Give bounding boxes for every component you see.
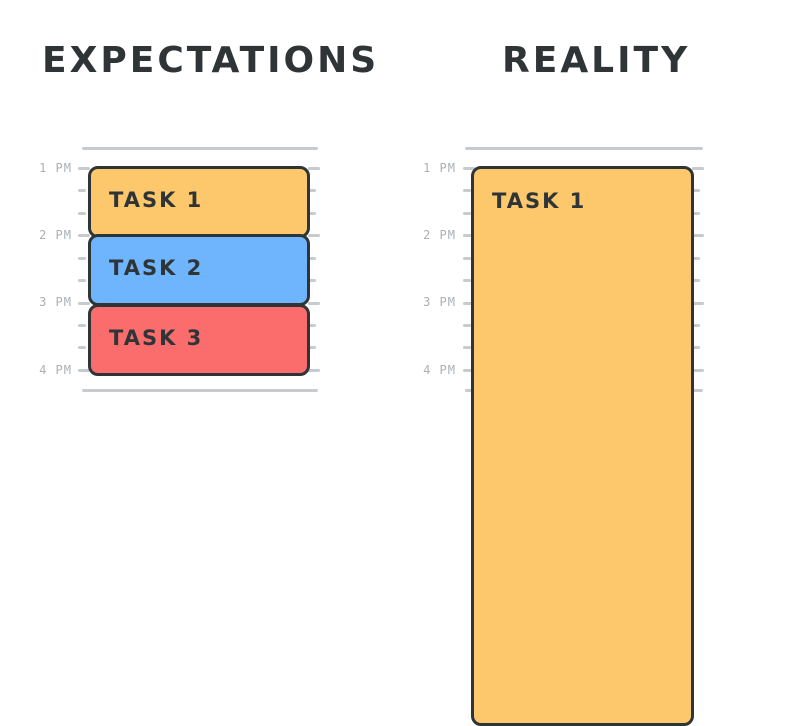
- schedule-left-tick: [463, 346, 471, 349]
- hour-label: 4 PM: [39, 363, 72, 377]
- schedule-right-tick: [308, 346, 316, 349]
- schedule-left-tick: [463, 369, 475, 372]
- schedule-right-tick: [308, 324, 316, 327]
- task-card[interactable]: TASK 1: [471, 166, 694, 726]
- schedule-right-tick: [308, 234, 320, 237]
- task-card[interactable]: TASK 2: [88, 234, 310, 306]
- schedule-left-tick: [463, 257, 471, 260]
- schedule-left-tick: [78, 369, 90, 372]
- schedule-left-tick: [463, 302, 475, 305]
- schedule-right-tick: [692, 324, 700, 327]
- schedule-left-tick: [78, 279, 86, 282]
- hour-label: 2 PM: [423, 228, 456, 242]
- task-card[interactable]: TASK 3: [88, 304, 310, 376]
- schedule-left-tick: [463, 279, 471, 282]
- schedule-left-tick: [78, 167, 90, 170]
- schedule-right-tick: [692, 234, 704, 237]
- task-label: TASK 1: [492, 189, 587, 213]
- schedule-left-tick: [78, 302, 90, 305]
- schedule-left-tick: [463, 212, 471, 215]
- schedule-top-line: [82, 147, 318, 150]
- schedule-right-tick: [692, 279, 700, 282]
- hour-label: 3 PM: [39, 295, 72, 309]
- task-label: TASK 2: [109, 256, 204, 280]
- schedule-left-tick: [78, 257, 86, 260]
- schedule-right-tick: [692, 346, 700, 349]
- schedule-left-tick: [463, 167, 475, 170]
- schedule-top-line: [465, 147, 703, 150]
- schedule-left-tick: [78, 189, 86, 192]
- reality-title: REALITY: [502, 40, 691, 81]
- schedule-right-tick: [692, 302, 704, 305]
- schedule-right-tick: [308, 167, 320, 170]
- schedule-right-tick: [692, 189, 700, 192]
- schedule-right-tick: [308, 369, 320, 372]
- hour-label: 2 PM: [39, 228, 72, 242]
- expectations-title: EXPECTATIONS: [42, 40, 380, 81]
- task-label: TASK 3: [109, 326, 204, 350]
- schedule-right-tick: [308, 257, 316, 260]
- schedule-left-tick: [78, 212, 86, 215]
- task-label: TASK 1: [109, 188, 204, 212]
- schedule-bottom-line: [82, 389, 318, 392]
- schedule-left-tick: [78, 324, 86, 327]
- hour-label: 1 PM: [423, 161, 456, 175]
- schedule-left-tick: [463, 324, 471, 327]
- schedule-left-tick: [78, 346, 86, 349]
- schedule-left-tick: [78, 234, 90, 237]
- schedule-right-tick: [692, 369, 704, 372]
- schedule-left-tick: [463, 234, 475, 237]
- task-card[interactable]: TASK 1: [88, 166, 310, 238]
- hour-label: 3 PM: [423, 295, 456, 309]
- schedule-right-tick: [692, 212, 700, 215]
- schedule-right-tick: [308, 189, 316, 192]
- schedule-right-tick: [692, 257, 700, 260]
- schedule-right-tick: [308, 302, 320, 305]
- schedule-right-tick: [692, 167, 704, 170]
- hour-label: 1 PM: [39, 161, 72, 175]
- schedule-right-tick: [308, 279, 316, 282]
- schedule-right-tick: [308, 212, 316, 215]
- hour-label: 4 PM: [423, 363, 456, 377]
- schedule-left-tick: [463, 189, 471, 192]
